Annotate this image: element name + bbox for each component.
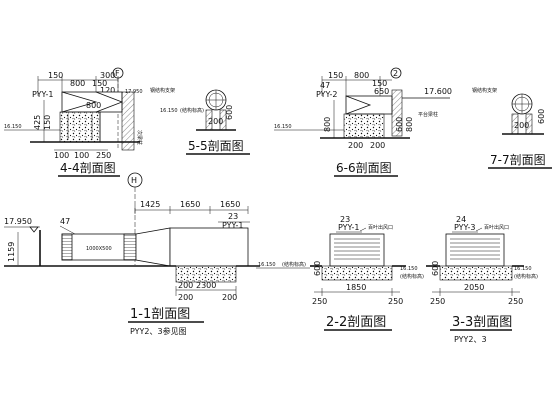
tag-6-6-num: 47 — [320, 81, 330, 90]
tag-3-3: PYY-3 — [454, 223, 475, 232]
note-7-7: 钢结构支架 — [472, 87, 497, 94]
section-6-6: 150 800 150 650 2 47 PYY-2 17.600 平台梁柱 8… — [274, 67, 452, 177]
dim-3-3-b: 250 — [430, 297, 445, 306]
dim-6-6-a: 150 — [328, 71, 343, 80]
elev-3-3: 16.150 — [514, 266, 532, 272]
elev-note-2-2: (结构标高) — [400, 273, 424, 280]
dim-6-6-e: 200 — [348, 141, 363, 150]
dim-3-3-v: 600 — [431, 261, 440, 276]
dim-6-6-d: 650 — [374, 87, 389, 96]
elev-note-5-5: (结构标高) — [180, 107, 204, 114]
title-2-2: 2-2剖面图 — [326, 315, 386, 330]
elev-4-4: 16.150 — [4, 124, 22, 130]
dim-3-3-a: 2050 — [464, 283, 484, 292]
elev-note-3-3: (结构标高) — [514, 273, 538, 280]
note-5-5: 钢结构支架 — [150, 87, 175, 94]
dim-1-1-e: 2300 — [196, 281, 216, 290]
subtitle-3-3: PYY2、3 — [454, 335, 487, 344]
dim-1-1-c: 1650 — [220, 200, 240, 209]
dim-6-6-b: 800 — [354, 71, 369, 80]
tag-2-2: PYY-1 — [338, 223, 359, 232]
tag-num-3-3: 24 — [456, 215, 466, 224]
dim-4-4-e: 120 — [100, 86, 115, 95]
dim-1-1-vert: 1159 — [7, 242, 16, 262]
tag-1-1: PYY-1 — [222, 221, 243, 230]
louver-note-3-3: 百叶出风口 — [484, 224, 509, 231]
dim-7-7-a: 200 — [514, 121, 529, 130]
dim-7-7-b: 600 — [537, 109, 546, 124]
dim-2-2-b: 250 — [312, 297, 327, 306]
dim-2-2-a: 1850 — [346, 283, 366, 292]
axis-bubble-2 — [390, 67, 402, 79]
dim-1-1-g: 200 — [222, 293, 237, 302]
dim-4-4-a: 150 — [48, 71, 63, 80]
dim-1-1-f: 200 — [178, 293, 193, 302]
tag-num-2-2: 23 — [340, 215, 350, 224]
louver-lines-2-2 — [334, 238, 380, 260]
dim-6-6-f: 200 — [370, 141, 385, 150]
section-5-5: 钢结构支架 200 600 16.150 (结构标高) 5-5剖面图 — [150, 87, 250, 155]
dim-2-2-v: 600 — [313, 261, 322, 276]
subtitle-1-1: PYY2、3参见图 — [130, 326, 187, 336]
section-1-1: H 1425 1650 1650 23 PYY-1 17.950 47 1159… — [4, 172, 310, 336]
tag-num-1-1: 23 — [228, 212, 238, 221]
duct-label: 1000X500 — [86, 246, 112, 252]
dim-6-6-v1: 800 — [323, 117, 332, 132]
dim-4-4-vert1: 425 — [33, 115, 42, 130]
elev-note-1-1: (结构标高) — [282, 261, 306, 268]
side-note-6-6: 平台梁柱 — [418, 111, 438, 118]
num-1-1-left: 47 — [60, 217, 70, 226]
axis-label-h: H — [131, 176, 137, 185]
dim-4-4-i: 250 — [96, 151, 111, 160]
dim-4-4-c: 300 — [100, 71, 115, 80]
tag-pyy1: PYY-1 — [32, 90, 53, 99]
dim-4-4-vert2: 150 — [43, 115, 52, 130]
dim-6-6-v3: 600 — [395, 117, 404, 132]
dim-1-1-d: 200 — [178, 281, 193, 290]
dim-3-3-c: 250 — [508, 297, 523, 306]
title-1-1: 1-1剖面图 — [130, 307, 190, 322]
axis-label-2: 2 — [393, 69, 398, 78]
dim-4-4-b: 800 — [70, 79, 85, 88]
tag-pyy2: PYY-2 — [316, 90, 337, 99]
dim-1-1-a: 1425 — [140, 200, 160, 209]
dim-6-6-v2: 800 — [405, 117, 414, 132]
dim-5-5-a: 200 — [208, 117, 223, 126]
section-3-3: 24 PYY-3 百叶出风口 600 16.150 (结构标高) 2050 25… — [426, 215, 538, 344]
louver-note-2-2: 百叶出风口 — [368, 224, 393, 231]
section-2-2: 23 PYY-1 百叶出风口 600 16.150 (结构标高) 1850 25… — [310, 215, 424, 331]
elev-6-6-top: 17.600 — [424, 87, 452, 96]
dim-2-2-c: 250 — [388, 297, 403, 306]
title-7-7: 7-7剖面图 — [490, 153, 546, 167]
dim-5-5-b: 600 — [225, 105, 234, 120]
elev-1-1-left: 17.950 — [4, 217, 32, 226]
section-7-7: 钢结构支架 200 600 7-7剖面图 — [472, 87, 552, 169]
title-5-5: 5-5剖面图 — [188, 139, 244, 153]
title-6-6: 6-6剖面图 — [336, 161, 392, 175]
elev-5-5: 16.150 — [160, 108, 178, 114]
dim-4-4-h: 100 — [74, 151, 89, 160]
elev-1-1: 16.150 — [258, 262, 276, 268]
dim-4-4-f: 800 — [86, 101, 101, 110]
dim-4-4-d: 150 — [92, 79, 107, 88]
section-4-4: 150 800 300 150 120 F 17.950 PYY-1 800 次… — [4, 67, 143, 177]
dim-1-1-b: 1650 — [180, 200, 200, 209]
dim-6-6-c: 150 — [372, 79, 387, 88]
side-note-4-4: 次梁柱 — [136, 130, 143, 145]
title-3-3: 3-3剖面图 — [452, 315, 512, 330]
title-4-4: 4-4剖面图 — [60, 161, 116, 175]
dim-4-4-g: 100 — [54, 151, 69, 160]
louver-lines-3-3 — [450, 238, 500, 260]
elev-2-2: 16.150 — [400, 266, 418, 272]
axis-label-f: F — [115, 69, 120, 78]
elev-6-6: 16.150 — [274, 124, 292, 130]
